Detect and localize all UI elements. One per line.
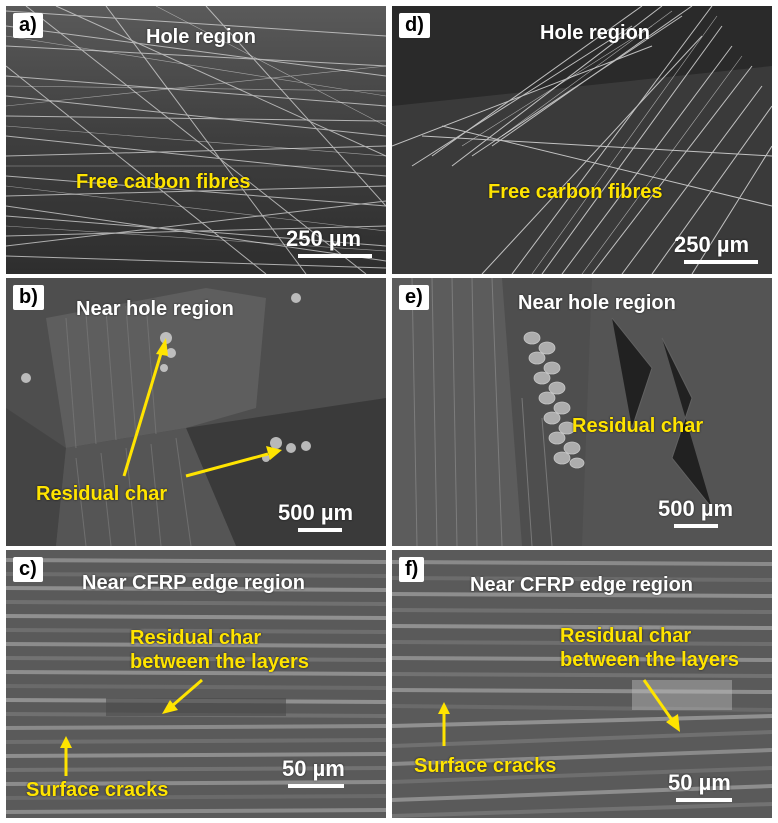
panel-e-scale-label: 500 µm [658, 496, 734, 521]
panel-b-annotation: Residual char [36, 483, 168, 505]
panel-f-micrograph [392, 550, 772, 818]
panel-e-micrograph [392, 278, 772, 546]
panel-f-label: f) [399, 557, 425, 582]
panel-d-label: d) [399, 13, 430, 38]
panel-a-label: a) [13, 13, 43, 38]
panel-b-scale-label: 500 µm [278, 500, 354, 525]
panel-c-annotation-char-line2: between the layers [130, 651, 309, 673]
panel-b-micrograph [6, 278, 386, 546]
panel-c-annotation-cracks: Surface cracks [26, 779, 169, 801]
panel-f-scale-label: 50 µm [668, 770, 731, 795]
panel-a-micrograph [6, 6, 386, 274]
panel-f: f) Near CFRP edge region Residual char b… [392, 550, 772, 818]
panel-e-label: e) [399, 285, 429, 310]
panel-d-micrograph [392, 6, 772, 274]
panel-d-annotation: Free carbon fibres [488, 181, 663, 203]
panel-f-scale-bar [676, 798, 732, 802]
panel-c: c) Near CFRP edge region Residual char b… [6, 550, 386, 818]
panel-f-annotation-char-line1: Residual char [560, 625, 692, 647]
panel-a-scale-label: 250 µm [286, 226, 362, 251]
panel-e-annotation: Residual char [572, 415, 704, 437]
panel-f-annotation-char-line2: between the layers [560, 649, 739, 671]
panel-d-scale-label: 250 µm [674, 232, 750, 257]
panel-e-scale-bar [674, 524, 718, 528]
panel-c-region-title: Near CFRP edge region [82, 572, 306, 594]
panel-c-scale-label: 50 µm [282, 756, 345, 781]
panel-f-annotation-char: Residual char between the layers [560, 624, 739, 672]
panel-b-scale-bar [298, 528, 342, 532]
panel-a-region-title: Hole region [146, 26, 257, 48]
panel-c-annotation-char: Residual char between the layers [130, 626, 309, 674]
panel-b-label: b) [13, 285, 44, 310]
panel-c-annotation-char-line1: Residual char [130, 627, 262, 649]
panel-d-region-title: Hole region [540, 22, 651, 44]
panel-c-scale-bar [288, 784, 344, 788]
panel-a-scale-bar [298, 254, 372, 258]
panel-f-annotation-cracks: Surface cracks [414, 755, 557, 777]
panel-e-region-title: Near hole region [518, 292, 676, 314]
panel-d-scale-bar [684, 260, 758, 264]
panel-a-annotation: Free carbon fibres [76, 171, 251, 193]
panel-b-region-title: Near hole region [76, 298, 234, 320]
panel-c-label: c) [13, 557, 43, 582]
panel-d: d) Hole region Free carbon fibres 250 µm [392, 6, 772, 274]
panel-a: a) Hole region Free carbon fibres 250 µm [6, 6, 386, 274]
panel-e: e) Near hole region Residual char 500 µm [392, 278, 772, 546]
panel-f-region-title: Near CFRP edge region [470, 574, 694, 596]
panel-b: b) Near hole region Residual char 500 µm [6, 278, 386, 546]
